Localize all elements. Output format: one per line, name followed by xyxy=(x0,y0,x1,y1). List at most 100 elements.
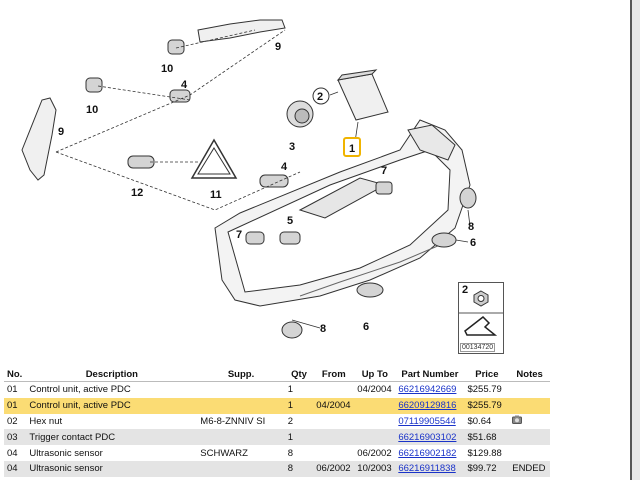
cell-from xyxy=(313,413,355,430)
cell-part-number: 07119905544 xyxy=(395,413,465,430)
cell-no: 02 xyxy=(4,413,27,430)
cell-notes xyxy=(509,397,550,414)
warning-label-drawing xyxy=(190,138,238,179)
cell-supp: SCHWARZ xyxy=(197,445,285,461)
table-row[interactable]: 02 Hex nut M6-8-ZNNIV SI 2 07119905544 $… xyxy=(4,413,550,430)
callout-2-circle xyxy=(312,87,330,105)
callout-7-left: 7 xyxy=(236,229,242,241)
cell-upto: 06/2002 xyxy=(354,445,396,461)
header-notes: Notes xyxy=(509,367,550,382)
cell-supp xyxy=(197,381,285,398)
part-number-link[interactable]: 66216903102 xyxy=(398,431,457,443)
table-row-highlighted[interactable]: 01 Control unit, active PDC 1 04/2004 66… xyxy=(4,397,550,414)
cell-no: 04 xyxy=(4,445,27,461)
table-row[interactable]: 04 Ultrasonic sensor 8 06/2002 10/2003 6… xyxy=(4,460,550,477)
callout-7-right: 7 xyxy=(381,165,387,177)
cell-price: $129.88 xyxy=(464,445,510,461)
cell-price: $0.64 xyxy=(464,413,510,430)
header-description: Description xyxy=(26,367,198,382)
bracket-top xyxy=(197,19,286,43)
table-row[interactable]: 04 Ultrasonic sensor SCHWARZ 8 06/2002 6… xyxy=(4,445,550,461)
cell-from xyxy=(313,381,355,398)
header-from: From xyxy=(313,367,355,382)
image-code: 00134720 xyxy=(460,343,496,352)
header-qty: Qty xyxy=(284,367,314,382)
cell-notes xyxy=(509,413,550,430)
cell-qty: 8 xyxy=(284,460,314,477)
legend-box: 2 xyxy=(458,282,504,354)
cell-from: 06/2002 xyxy=(313,460,355,477)
header-no: No. xyxy=(4,367,27,382)
callout-5: 5 xyxy=(287,215,293,227)
cell-price: $255.79 xyxy=(464,397,510,414)
bracket-left xyxy=(21,97,57,181)
cell-qty: 1 xyxy=(284,397,314,414)
part-number-link[interactable]: 66216911838 xyxy=(398,463,456,475)
rear-bumper-drawing xyxy=(214,119,471,307)
cell-notes: ENDED xyxy=(509,460,550,477)
callout-6-bottom: 6 xyxy=(363,321,369,333)
cell-upto: 10/2003 xyxy=(354,460,396,477)
cell-notes xyxy=(509,381,550,398)
part-number-link[interactable]: 66216942669 xyxy=(398,384,457,396)
cell-no: 04 xyxy=(4,460,27,477)
cell-part-number: 66216942669 xyxy=(395,381,465,398)
callout-8-right: 8 xyxy=(468,221,474,233)
cell-part-number: 66216911838 xyxy=(395,460,465,477)
cell-no: 03 xyxy=(4,429,27,446)
table-row[interactable]: 01 Control unit, active PDC 1 04/2004 66… xyxy=(4,381,550,398)
cell-no: 01 xyxy=(4,381,27,398)
callout-4-lower: 4 xyxy=(281,161,288,173)
cell-upto xyxy=(354,397,396,414)
control-unit-drawing xyxy=(336,69,389,121)
callout-8-bottom: 8 xyxy=(320,323,326,335)
cell-supp: M6-8-ZNNIV SI xyxy=(197,413,285,430)
cell-price: $255.79 xyxy=(464,381,510,398)
window-right-edge xyxy=(630,0,640,480)
cell-supp xyxy=(197,397,285,414)
callout-2: 2 xyxy=(317,91,323,103)
callout-6-right: 6 xyxy=(470,237,476,249)
part-number-link[interactable]: 66216902182 xyxy=(398,447,457,459)
cell-upto xyxy=(354,413,396,430)
cell-description: Ultrasonic sensor xyxy=(26,460,198,477)
legend-number: 2 xyxy=(462,284,469,296)
part-number-link[interactable]: 66209129816 xyxy=(398,400,457,412)
cell-from xyxy=(313,429,355,446)
cell-description: Control unit, active PDC xyxy=(26,397,198,414)
table-row[interactable]: 03 Trigger contact PDC 1 66216903102 $51… xyxy=(4,429,550,446)
header-part-number: Part Number xyxy=(395,367,465,382)
callout-3: 3 xyxy=(289,141,295,153)
cell-description: Control unit, active PDC xyxy=(26,381,198,398)
callout-1: 1 xyxy=(349,143,355,155)
cell-qty: 1 xyxy=(284,381,314,398)
cell-description: Trigger contact PDC xyxy=(26,429,198,446)
cell-price: $99.72 xyxy=(464,460,510,477)
cell-from: 04/2004 xyxy=(313,397,355,414)
callout-9-top: 9 xyxy=(275,41,281,53)
cell-notes xyxy=(509,429,550,446)
header-price: Price xyxy=(464,367,510,382)
cell-qty: 1 xyxy=(284,429,314,446)
cell-upto xyxy=(354,429,396,446)
part-number-link[interactable]: 07119905544 xyxy=(398,415,456,427)
cell-part-number: 66209129816 xyxy=(395,397,465,414)
hex-nut-icon xyxy=(459,290,503,336)
cell-part-number: 66216902182 xyxy=(395,445,465,461)
camera-icon[interactable] xyxy=(512,415,523,425)
cell-description: Ultrasonic sensor xyxy=(26,445,198,461)
cell-qty: 8 xyxy=(284,445,314,461)
leader-lines xyxy=(55,29,301,211)
cell-price: $51.68 xyxy=(464,429,510,446)
cell-from xyxy=(313,445,355,461)
cell-qty: 2 xyxy=(284,413,314,430)
parts-diagram: 1 2 3 4 4 5 6 6 7 7 8 8 9 9 10 10 11 12 xyxy=(21,19,477,339)
cell-no: 01 xyxy=(4,397,27,414)
cell-part-number: 66216903102 xyxy=(395,429,465,446)
parts-table: No. Description Supp. Qty From Up To Par… xyxy=(4,367,550,477)
header-upto: Up To xyxy=(354,367,396,382)
header-supp: Supp. xyxy=(197,367,285,382)
cell-notes xyxy=(509,445,550,461)
callout-12: 12 xyxy=(131,187,143,199)
callout-10-top: 10 xyxy=(161,63,173,75)
